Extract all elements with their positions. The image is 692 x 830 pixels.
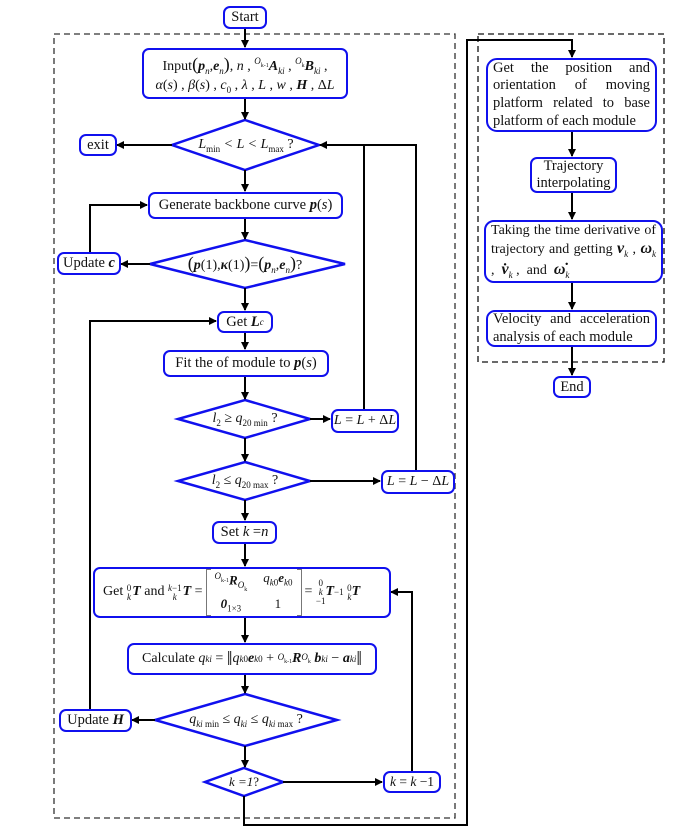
update-c-label: Update [63, 255, 109, 272]
update-h-label: Update [67, 712, 113, 729]
edge-decrement-gett [390, 588, 413, 771]
increase-l-node: L = L + ΔL [331, 409, 399, 433]
fit-label: Fit the of module to [175, 355, 295, 372]
input-label: Input [162, 58, 193, 74]
velocity-label: Velocity and acceleration analysis of ea… [493, 310, 650, 345]
derivative-label: Taking the time derivative of trajectory… [491, 223, 656, 258]
start-node: Start [223, 6, 267, 29]
edge-updatec-generate [89, 201, 148, 252]
group-kinematic-analysis [477, 33, 665, 363]
velocity-node: Velocity and acceleration analysis of ea… [486, 310, 657, 347]
end-node: End [553, 376, 591, 398]
input-line-1: Input(pn,en), n , Ok-1Aki , OkBki , [162, 53, 328, 76]
get-position-label: Get the position and orientation of movi… [493, 59, 650, 129]
generate-label: Generate backbone curve [158, 197, 310, 214]
decision-length-label: Lmin < L < Lmax ? [198, 136, 294, 154]
set-k-node: Set k = n [212, 521, 277, 544]
set-k-label: Set [220, 524, 243, 541]
exit-label: exit [87, 136, 109, 153]
trajectory-node: Trajectory interpolating [530, 157, 617, 193]
derivative-content: Taking the time derivative of trajectory… [491, 223, 657, 280]
and-label: and [140, 584, 168, 600]
end-label: End [560, 378, 584, 395]
get-lc-label: Get [226, 313, 251, 330]
update-c-node: Update c [57, 252, 121, 275]
decision-endpoint-label: (p(1),κ(1))=(pn,en)? [187, 253, 303, 275]
calculate-label: Calculate [142, 650, 199, 666]
update-h-node: Update H [59, 709, 132, 732]
decrease-l-node: L = L − ΔL [381, 470, 455, 494]
trajectory-label: Trajectory interpolating [536, 157, 611, 191]
edge-k1-getposition [243, 39, 576, 826]
exit-node: exit [79, 134, 117, 156]
edge-updateh-getlc [89, 317, 217, 709]
get-t-label: Get [103, 584, 127, 600]
decision-l2-max-label: l2 ≤ q20 max ? [211, 472, 279, 490]
and-word: and [526, 263, 547, 279]
get-position-node: Get the position and orientation of movi… [486, 58, 657, 132]
decision-l2-min-label: l2 ≥ q20 min ? [212, 410, 278, 428]
input-node: Input(pn,en), n , Ok-1Aki , OkBki , α(s)… [142, 48, 348, 99]
decision-qki-label: qki min ≤ qki ≤ qki max ? [189, 711, 303, 729]
derivative-node: Taking the time derivative of trajectory… [484, 220, 663, 283]
generate-node: Generate backbone curve p(s) [148, 192, 343, 219]
decision-k1-label: k =1? [228, 774, 260, 789]
input-line-2: α(s) , β(s) , c0 , λ , L , w , H , ΔL [155, 77, 335, 95]
fit-node: Fit the of module to p(s) [163, 350, 329, 377]
start-label: Start [231, 9, 259, 26]
edge-decrease-decision [364, 144, 417, 470]
group-inverse-kinematics [53, 33, 456, 819]
decrement-k-node: k = k −1 [383, 771, 441, 793]
